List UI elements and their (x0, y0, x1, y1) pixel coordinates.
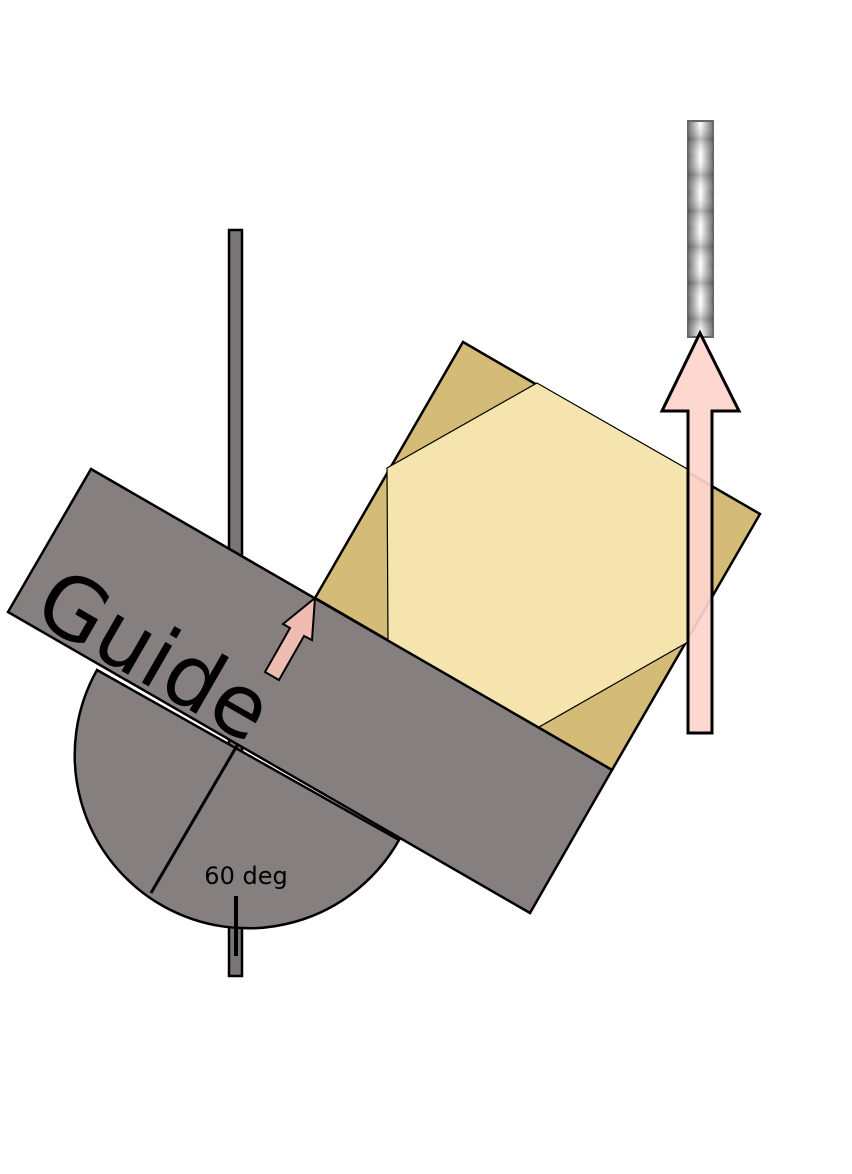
protractor-disc (73, 668, 401, 930)
angle-label: 60 deg (204, 862, 287, 890)
small-arrow (263, 595, 317, 682)
protractor: 60 deg (73, 668, 401, 956)
angle-ray (149, 743, 240, 894)
guide-band-shape (6, 467, 614, 915)
large-arrow (659, 329, 742, 735)
ribbed-rod-bands (688, 121, 713, 337)
ribbed-rod (687, 120, 714, 338)
